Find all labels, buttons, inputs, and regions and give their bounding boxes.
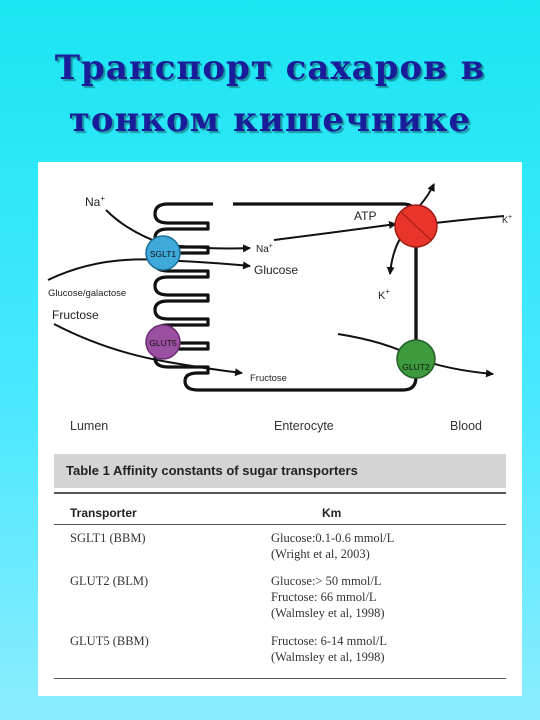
header-transporter: Transporter [70,506,137,520]
lumen-label: Lumen [70,419,109,433]
na-in-label: Na+ [85,194,105,209]
atp-label: ATP [354,209,376,223]
glut5-label: GLUT5 [149,338,177,348]
enterocyte-label: Enterocyte [274,419,334,433]
table-row-3-km: Fructose: 6-14 mmol/L (Walmsley et al, 1… [271,634,387,664]
table-bottom-rule [54,678,506,679]
table-title: Table 1 Affinity constants of sugar tran… [54,454,506,488]
glut2-transporter [396,339,436,379]
figure-panel: SGLT1 GLUT5 GLUT2 Na+ Na+ Glucose Glucos… [38,162,522,696]
table-row-2-transporter: GLUT2 (BLM) [70,574,149,588]
glut2-label: GLUT2 [402,362,430,372]
slide-title-line-2: тонком кишечнике [68,100,472,140]
k-in-label: K+ [502,214,512,225]
fructose-arrow [53,323,243,377]
k-out-label: K+ [378,287,390,302]
header-km: Km [322,506,342,520]
fructose-out-label: Fructose [250,373,287,384]
glut5-transporter [145,324,181,360]
table-row-1-km: Glucose:0.1-0.6 mmol/L (Wright et al, 20… [271,531,395,561]
enterocyte-membrane [153,202,418,392]
table-row-3-transporter: GLUT5 (BBM) [70,634,149,648]
glucose-label: Glucose [254,263,298,277]
slide-title-line-1: Транспорт сахаров в [54,48,486,88]
header-rule [54,524,506,525]
glucose-galactose-label: Glucose/galactose [48,288,126,299]
na-out-label: Na+ [256,243,273,255]
pump-divider [400,211,432,241]
sglt1-label: SGLT1 [150,249,177,259]
atp-arrow [273,220,397,241]
transport-diagram: SGLT1 GLUT5 GLUT2 Na+ Na+ Glucose Glucos… [47,183,512,392]
slide-title: Транспорт сахаров в тонком кишечнике [0,42,540,146]
blood-label: Blood [450,419,482,433]
table-row-2-km: Glucose:> 50 mmol/L Fructose: 66 mmol/L … [271,574,385,620]
table-row-1-transporter: SGLT1 (BBM) [70,531,146,545]
table-top-rule [54,492,506,494]
sglt1-transporter [145,235,181,271]
fructose-in-label: Fructose [52,308,99,322]
